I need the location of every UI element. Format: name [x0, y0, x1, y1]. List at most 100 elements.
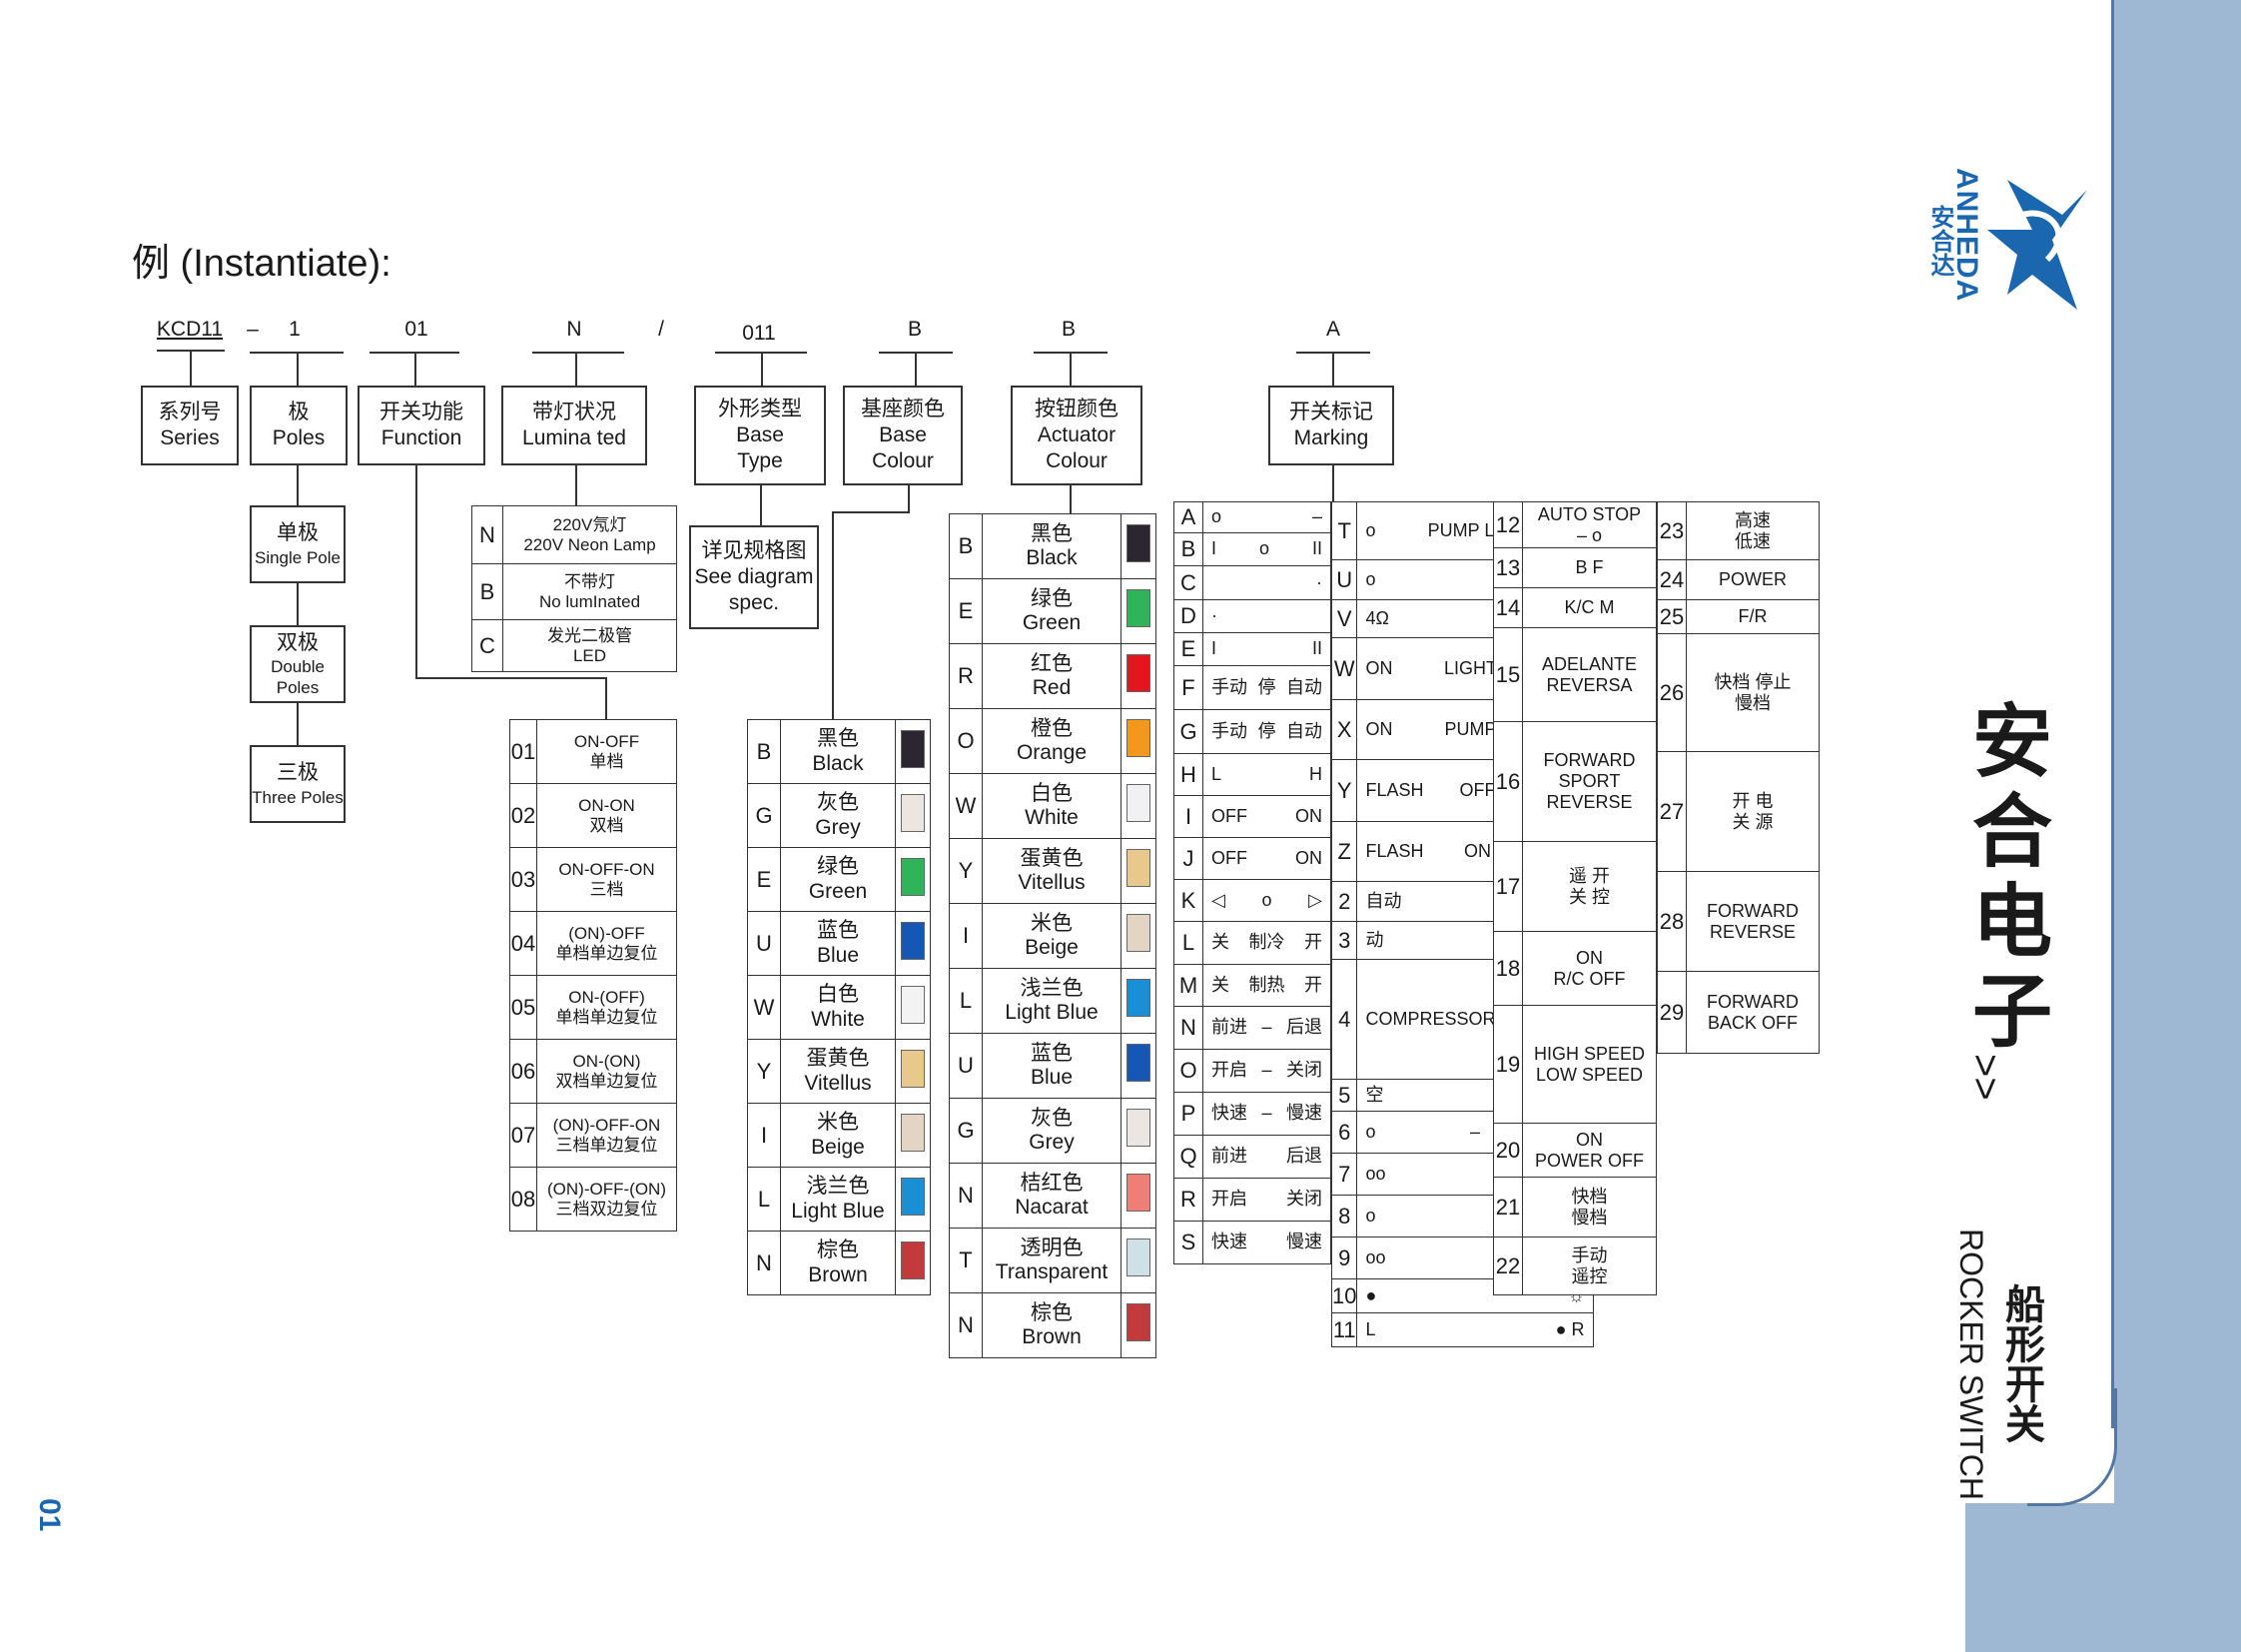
colour-code: I: [949, 903, 983, 969]
marking-main: FORWARD: [1707, 900, 1799, 921]
colour-code: G: [949, 1098, 983, 1164]
marking-left: I: [1211, 638, 1217, 659]
marking-left: ON: [1365, 718, 1393, 739]
marking-right: 开: [1304, 974, 1322, 995]
colour-en: Blue: [816, 943, 860, 967]
marking-code: 19: [1493, 1005, 1523, 1124]
base-type-cn: 详见规格图: [701, 538, 807, 562]
colour-cn: 棕色: [817, 1239, 859, 1262]
marking-text: AUTO STOP– o: [1522, 501, 1657, 548]
colour-en: Vitellus: [804, 1071, 872, 1095]
code-function: 01: [404, 318, 428, 341]
function-cn: 双档: [589, 815, 624, 835]
header-lumina-cn: 带灯状况: [532, 400, 616, 423]
marking-code: 22: [1493, 1237, 1523, 1295]
marking-code: 24: [1657, 559, 1687, 600]
header-function-cn: 开关功能: [379, 400, 463, 423]
marking-right: II: [1311, 538, 1322, 559]
marking-code: 12: [1493, 501, 1523, 548]
marking-main: ON: [1576, 1129, 1603, 1150]
marking-code: N: [1173, 1006, 1203, 1050]
colour-swatch-cell: [895, 719, 931, 784]
marking-sub: 低速: [1735, 530, 1771, 551]
marking-left: 空: [1365, 1084, 1384, 1105]
code-actuator-colour: B: [1061, 318, 1076, 341]
marking-mid: –: [1261, 1103, 1272, 1124]
marking-right: 关闭: [1286, 1189, 1322, 1210]
colour-swatch: [1126, 1044, 1150, 1083]
function-code: 02: [509, 783, 537, 848]
base-type-en1: See diagram: [694, 564, 814, 588]
marking-left: o: [1365, 519, 1376, 540]
colour-cn: 橙色: [1031, 716, 1073, 740]
marking-sub: R/C OFF: [1553, 968, 1626, 989]
colour-en: Nacarat: [1015, 1196, 1089, 1219]
colour-swatch-cell: [1120, 513, 1156, 579]
colour-swatch: [1126, 654, 1150, 693]
section-arrow: >>: [1963, 1054, 2007, 1101]
colour-en: Grey: [1029, 1131, 1075, 1154]
function-cn: 三档: [589, 879, 624, 899]
marking-mid: LIGHT: [1444, 657, 1498, 678]
product-name-cn: 船形开关: [1999, 1283, 2043, 1443]
marking-code: 25: [1657, 599, 1687, 634]
colour-en: White: [1025, 806, 1079, 829]
marking-code: L: [1173, 921, 1203, 965]
colour-swatch-cell: [1120, 968, 1156, 1034]
colour-swatch-cell: [1120, 578, 1156, 644]
marking-code: 21: [1493, 1177, 1523, 1238]
sidebar-foot: [1965, 1503, 2241, 1652]
colour-swatch-cell: [1120, 903, 1156, 969]
product-name-en: ROCKER SWITCH: [1953, 1229, 1989, 1500]
marking-text: POWER: [1686, 559, 1820, 600]
colour-code: I: [747, 1103, 781, 1168]
marking-code: V: [1330, 599, 1358, 638]
colour-code: L: [949, 968, 983, 1034]
colour-code: Y: [747, 1039, 781, 1104]
colour-cn: 蛋黄色: [806, 1047, 870, 1071]
colour-cn: 黑色: [1031, 521, 1073, 545]
marking-symbols: 关制热开: [1202, 964, 1331, 1007]
marking-code: 15: [1493, 627, 1523, 722]
function-en: ON-(OFF): [568, 987, 645, 1007]
marking-right: ● R: [1555, 1318, 1585, 1339]
colour-en: Brown: [808, 1262, 868, 1286]
colour-code: R: [949, 643, 983, 709]
sidebar-line: [2111, 0, 2114, 1428]
marking-left: 手动: [1211, 720, 1247, 741]
lumina-en: LED: [572, 645, 607, 665]
marking-right: 关闭: [1285, 1060, 1322, 1081]
marking-right: 后退: [1286, 1146, 1322, 1167]
colour-swatch-cell: [1120, 773, 1156, 839]
colour-code: E: [949, 578, 983, 644]
header-base-colour-en2: Colour: [872, 449, 934, 473]
colour-code: G: [747, 783, 781, 848]
marking-main: FORWARD: [1707, 991, 1799, 1012]
marking-main: HIGH SPEED: [1533, 1043, 1646, 1064]
marking-left: 4Ω: [1365, 607, 1389, 628]
header-marking-cn: 开关标记: [1289, 400, 1373, 423]
marking-sub: 关 源: [1732, 811, 1774, 832]
